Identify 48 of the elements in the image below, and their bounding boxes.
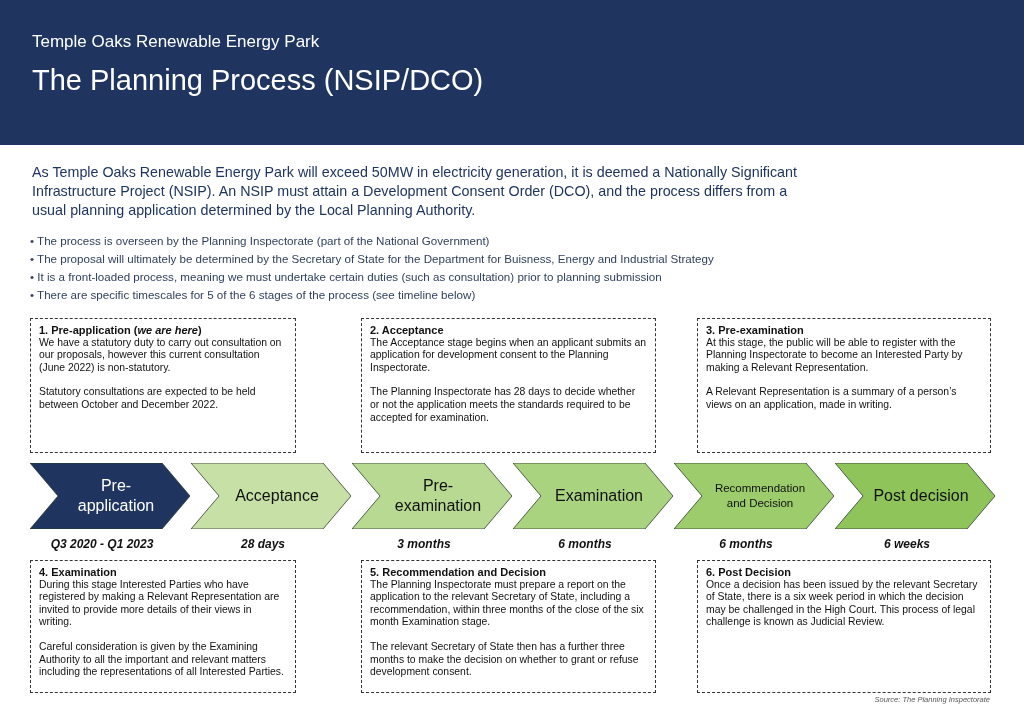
stage-label: Pre-application [76, 476, 156, 516]
panel-text: We have a statutory duty to carry out consultation on our proposals, however this current consultation (June 2022) is non-statutory. [39, 336, 283, 375]
process-stage [513, 463, 673, 529]
panel-text: During this stage Interested Parties who have registered by making a Relevant Representation are invited to provide more details of their views in writing. [39, 578, 281, 629]
stage-label: Post decision [873, 486, 969, 506]
bullet-item: • It is a front-loaded process, meaning we must undertake certain duties (such as consultation) prior to planning submission [30, 269, 663, 285]
info-panel [361, 318, 656, 453]
panel-heading: 2. Acceptance [370, 324, 445, 337]
info-panel [30, 560, 296, 693]
stage-label: Recommendation and Decision [713, 481, 807, 511]
info-panel [361, 560, 656, 693]
panel-text: Careful consideration is given by the Examining Authority to all the important and relevant matters including the representations of all Interested Parties. [39, 640, 285, 679]
panel-text: Once a decision has been issued by the relevant Secretary of State, there is a six week period in which the decision may be challenged in the High Court. This process of legal challenge is known as Judicial Review. [706, 578, 979, 629]
bullet-item: • The process is overseen by the Planning Inspectorate (part of the National Government) [30, 233, 491, 249]
project-subtitle: Temple Oaks Renewable Energy Park [32, 32, 320, 52]
bullet-item: • There are specific timescales for 5 of the 6 stages of the process (see timeline below) [30, 287, 477, 303]
duration-label: 6 weeks [882, 537, 931, 551]
info-panel [697, 560, 991, 693]
panel-text: At this stage, the public will be able to register with the Planning Inspectorate to become an Interested Party by making a Relevant Representation. [706, 336, 964, 375]
panel-text: Statutory consultations are expected to be held between October and December 2022. [39, 386, 257, 412]
panel-text: The Planning Inspectorate has 28 days to decide whether or not the application meets the standards required to be accepted for examination. [370, 386, 637, 425]
panel-text: A Relevant Representation is a summary of a person’s views on an application, made in writing. [706, 386, 958, 412]
panel-text: The Planning Inspectorate must prepare a report on the application to the relevant Secretary of State, including a recommendation, within three months of the close of the six month Examination stage. [370, 578, 645, 629]
page-title: The Planning Process (NSIP/DCO) [32, 64, 484, 97]
duration-label: 28 days [239, 537, 286, 551]
panel-text: The relevant Secretary of State then has a further three months to make the decision on whether to grant or refuse development consent. [370, 640, 640, 679]
stage-label: Acceptance [235, 486, 319, 506]
panel-text: The Acceptance stage begins when an applicant submits an application for development consent to the Planning Inspectorate. [370, 336, 647, 375]
info-panel [30, 318, 296, 453]
process-stage [352, 463, 512, 529]
process-stage [674, 463, 834, 529]
duration-label: 3 months [396, 537, 452, 551]
duration-label: 6 months [557, 537, 613, 551]
stage-label: Examination [554, 486, 643, 506]
panel-heading: 6. Post Decision [706, 566, 792, 579]
process-stage [835, 463, 995, 529]
panel-heading: 4. Examination [39, 566, 118, 579]
process-stage [191, 463, 351, 529]
duration-label: 6 months [718, 537, 774, 551]
stage-label: Pre-examination [393, 476, 483, 516]
panel-heading: 5. Recommendation and Decision [370, 566, 548, 579]
intro-paragraph: As Temple Oaks Renewable Energy Park will exceed 50MW in electricity generation, it is deemed a Nationally Significant Infrastructure Project (NSIP). An NSIP must attain a Development Consent Order (DCO), and the process differs from a usual planning application determined by the Local Planning Authority. [32, 163, 798, 220]
bullet-item: • The proposal will ultimately be determined by the Secretary of State for the Department for Buisness, Energy and Industrial Strategy [30, 251, 715, 267]
duration-label: Q3 2020 - Q1 2023 [49, 537, 155, 551]
panel-heading: 1. Pre-application (we are here) [39, 324, 203, 337]
process-stage [30, 463, 190, 529]
info-panel [697, 318, 991, 453]
panel-heading: 3. Pre-examination [706, 324, 805, 337]
